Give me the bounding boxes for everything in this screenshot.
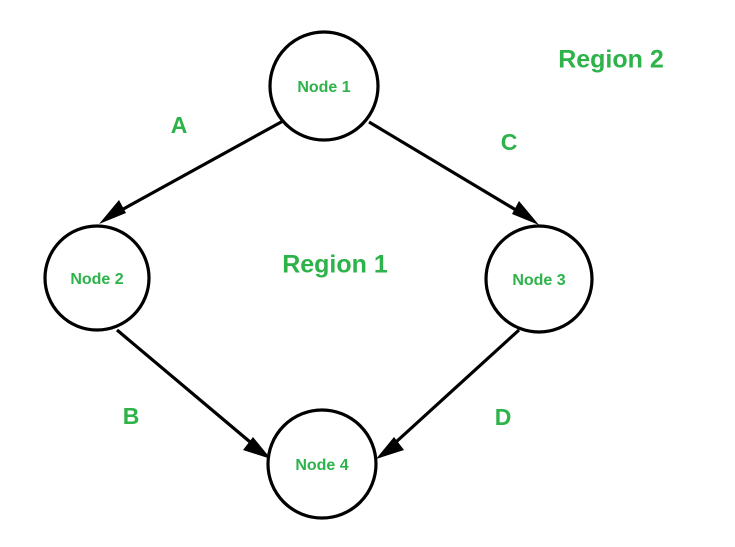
node-node3-label: Node 3: [512, 272, 565, 289]
region-label-region2: Region 2: [558, 46, 664, 74]
node-node1-circle: [268, 30, 380, 142]
edge-b-line: [115, 328, 264, 454]
node-node2[interactable]: Node 2: [43, 224, 151, 332]
edge-a-arrowhead: [99, 200, 126, 224]
edge-c-line: [368, 120, 532, 221]
node-node3-circle: [484, 224, 594, 334]
edge-a[interactable]: [99, 119, 284, 224]
node-node3[interactable]: Node 3: [484, 224, 594, 334]
edge-label-a: A: [171, 112, 188, 138]
node-node4-circle: [266, 408, 378, 520]
edge-d-line: [383, 328, 521, 454]
node-node2-circle: [43, 224, 151, 332]
edge-label-c: C: [501, 129, 518, 155]
node-node1[interactable]: Node 1: [268, 30, 380, 142]
edge-d-arrowhead: [376, 437, 404, 459]
edge-label-b: B: [123, 403, 140, 429]
edge-c[interactable]: [368, 120, 539, 225]
edge-a-line: [106, 119, 284, 220]
region-label-region1: Region 1: [282, 251, 388, 279]
node-node4-label: Node 4: [295, 457, 348, 474]
node-node2-label: Node 2: [70, 271, 123, 288]
edge-d[interactable]: [376, 328, 521, 459]
node-node4[interactable]: Node 4: [266, 408, 378, 520]
node-node1-label: Node 1: [297, 79, 350, 96]
edge-b-arrowhead: [243, 437, 271, 459]
edge-label-d: D: [495, 404, 512, 430]
edge-c-arrowhead: [512, 201, 539, 225]
edge-b[interactable]: [115, 328, 271, 459]
